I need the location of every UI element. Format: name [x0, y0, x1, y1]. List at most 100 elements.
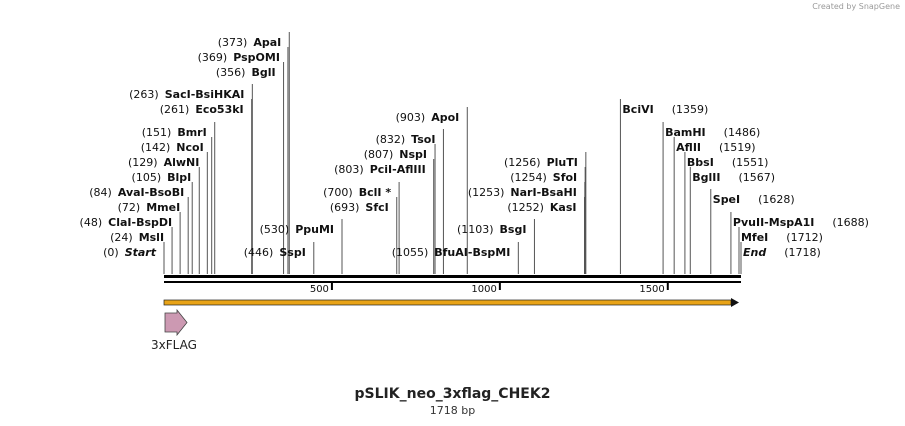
site-name: MslI [139, 231, 164, 244]
feature-arrow[interactable] [164, 308, 188, 337]
site-sspi[interactable]: (446) SspI [244, 246, 306, 259]
site-isoschizomer: BsaHI [541, 186, 577, 199]
site-bfuai[interactable]: (1055)BfuAI - BspMI [392, 246, 511, 259]
site-nspi[interactable]: (807)NspI [364, 148, 427, 161]
site-isoschizomer: BsiHKAI [195, 88, 244, 101]
site-bcli[interactable]: (700)BclI * [323, 186, 391, 199]
site-nari[interactable]: (1253)NarI - BsaHI [468, 186, 577, 199]
site-position: (1519) [719, 141, 756, 154]
site-bgli[interactable]: (356)BglI [216, 66, 276, 79]
site-name: SspI [279, 246, 305, 259]
sequence-backbone [164, 275, 741, 283]
site-name: PpuMI [295, 223, 334, 236]
site-pluti[interactable]: (1256)PluTI [504, 156, 578, 169]
site-position: (700) [323, 186, 353, 199]
site-apoi[interactable]: (903)ApoI [396, 111, 460, 124]
site-name: BfuAI [434, 246, 468, 259]
site-position: (1551) [732, 156, 769, 169]
site-sfci[interactable]: (693)SfcI [330, 201, 389, 214]
site-separator: - [468, 246, 473, 259]
site-name: BglII [692, 171, 720, 184]
site-bglii[interactable]: BglII(1567) [692, 171, 775, 184]
site-name: KasI [550, 201, 577, 214]
site-blpi[interactable]: (105) BlpI [132, 171, 192, 184]
orf-bar[interactable] [163, 299, 732, 306]
site-position: (0) [103, 246, 119, 259]
ruler-tick-label: 500 [310, 284, 329, 295]
site-name: NarI [510, 186, 536, 199]
site-name: BlpI [167, 171, 191, 184]
feature-label: 3xFLAG [151, 338, 197, 352]
site-name: SacI [165, 88, 191, 101]
site-ppumi[interactable]: (530) PpuMI [260, 223, 334, 236]
site-name: MfeI [741, 231, 768, 244]
site-clai[interactable]: (48)ClaI - BspDI [80, 216, 173, 229]
site-bbsi[interactable]: BbsI(1551) [687, 156, 768, 169]
site-name: BmrI [177, 126, 206, 139]
site-bsgi[interactable]: (1103)BsgI [457, 223, 526, 236]
site-name: ApoI [431, 111, 459, 124]
site-separator: - [132, 216, 137, 229]
site-bmri[interactable]: (151)BmrI [142, 126, 207, 139]
site-aflii[interactable]: AflII (1519) [676, 141, 755, 154]
site-position: (72) [118, 201, 141, 214]
site-position: (807) [364, 148, 394, 161]
site-apai[interactable]: (373)ApaI [218, 36, 282, 49]
site-name: ClaI [108, 216, 131, 229]
site-position: (832) [376, 133, 406, 146]
site-name: SfcI [365, 201, 388, 214]
site-position: (24) [110, 231, 133, 244]
site-eco53ki[interactable]: (261)Eco53kI [160, 103, 244, 116]
site-mmei[interactable]: (72)MmeI [118, 201, 181, 214]
site-name: AflII [676, 141, 701, 154]
site-end[interactable]: End (1718) [743, 246, 821, 259]
site-position: (1712) [786, 231, 823, 244]
credit-label: Created by SnapGene [812, 2, 900, 11]
site-pcii[interactable]: (803)PciI - AflIII [334, 163, 426, 176]
site-mfei[interactable]: MfeI (1712) [741, 231, 823, 244]
site-position: (373) [218, 36, 248, 49]
site-name: AvaI [118, 186, 145, 199]
site-name: BamHI [665, 126, 706, 139]
site-leader-lines [163, 32, 742, 274]
site-saci[interactable]: (263)SacI - BsiHKAI [129, 88, 244, 101]
site-separator: - [764, 216, 769, 229]
site-bcivi[interactable]: BciVI(1359) [622, 103, 708, 116]
site-spei[interactable]: SpeI(1628) [713, 193, 795, 206]
site-position: (48) [80, 216, 103, 229]
site-position: (1254) [510, 171, 547, 184]
ruler-tick-label: 1500 [639, 284, 664, 295]
site-position: (129) [128, 156, 158, 169]
site-avai[interactable]: (84)AvaI - BsoBI [89, 186, 184, 199]
feature-3xflag[interactable]: 3xFLAG [151, 308, 197, 352]
orf-arrowhead [731, 298, 739, 307]
site-name: SfoI [553, 171, 577, 184]
site-tsoi[interactable]: (832)TsoI [376, 133, 436, 146]
site-position: (530) [260, 223, 290, 236]
site-sfoi[interactable]: (1254) SfoI [510, 171, 577, 184]
site-pvuii[interactable]: PvuII - MspA1I(1688) [733, 216, 869, 229]
site-position: (261) [160, 103, 190, 116]
site-name: NcoI [176, 141, 203, 154]
site-position: (1628) [758, 193, 795, 206]
site-isoschizomer: MspA1I [769, 216, 815, 229]
site-position: (369) [198, 51, 228, 64]
site-msli[interactable]: (24) MslI [110, 231, 164, 244]
site-bamhi[interactable]: BamHI(1486) [665, 126, 760, 139]
site-start[interactable]: (0) Start [103, 246, 157, 259]
site-pspomi[interactable]: (369) PspOMI [198, 51, 280, 64]
site-alwni[interactable]: (129)AlwNI [128, 156, 199, 169]
site-name: PciI [370, 163, 392, 176]
site-isoschizomer: BspMI [472, 246, 510, 259]
site-position: (446) [244, 246, 274, 259]
site-separator: - [145, 186, 150, 199]
site-ncoi[interactable]: (142)NcoI [141, 141, 204, 154]
site-name: PspOMI [233, 51, 280, 64]
site-kasi[interactable]: (1252)KasI [507, 201, 576, 214]
site-position: (1718) [784, 246, 821, 259]
site-name: End [743, 246, 766, 259]
site-position: (105) [132, 171, 162, 184]
site-name: Start [125, 246, 157, 259]
